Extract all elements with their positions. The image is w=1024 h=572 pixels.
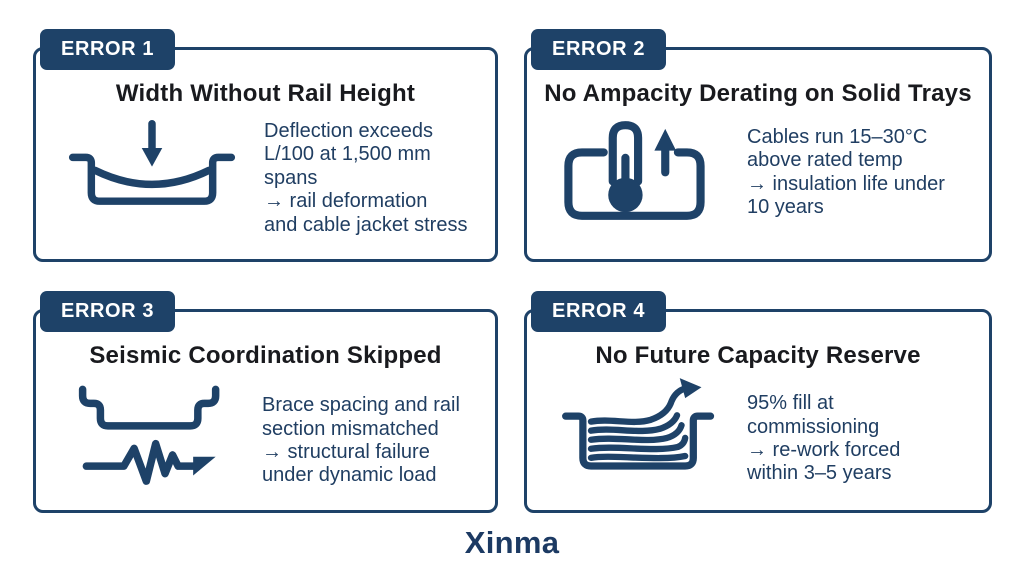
error-1-tab-label: ERROR 1 — [61, 38, 155, 60]
card-4-content: 95% fill at commissioning → re-work forc… — [527, 370, 989, 496]
error-3-tab: ERROR 3 — [40, 291, 176, 332]
card-3-body: Brace spacing and rail section mismatche… — [262, 394, 460, 487]
error-card-4: ERROR 4 No Future Capacity Reserve 95% f… — [524, 291, 992, 513]
sagging-tray-deflection-icon — [62, 120, 242, 232]
overfilled-tray-cables-exit-arrow-icon — [553, 378, 725, 496]
thermometer-in-tray-icon — [553, 116, 725, 225]
brand-wordmark: Xinma — [464, 525, 560, 560]
error-3-tab-label: ERROR 3 — [61, 300, 155, 322]
error-2-tab: ERROR 2 — [531, 29, 667, 70]
card-4-title: No Future Capacity Reserve — [595, 342, 921, 369]
card-3-title: Seismic Coordination Skipped — [89, 342, 442, 369]
error-4-tab: ERROR 4 — [531, 291, 667, 332]
error-card-3: ERROR 3 Seismic Coordination Skipped Bra… — [33, 291, 498, 513]
card-1-content: Deflection exceeds L/100 at 1,500 mm spa… — [36, 108, 495, 237]
error-2-tab-label: ERROR 2 — [552, 38, 646, 60]
card-1-body: Deflection exceeds L/100 at 1,500 mm spa… — [264, 120, 468, 236]
card-3-content: Brace spacing and rail section mismatche… — [36, 370, 495, 500]
card-2-title: No Ampacity Derating on Solid Trays — [544, 80, 972, 107]
error-card-1: ERROR 1 Width Without Rail Height Deflec… — [33, 29, 498, 262]
card-2-body: Cables run 15–30°C above rated temp → in… — [747, 125, 945, 218]
card-1-title: Width Without Rail Height — [115, 80, 416, 107]
card-4-body: 95% fill at commissioning → re-work forc… — [747, 392, 901, 485]
tray-seismic-wave-arrow-icon — [62, 378, 240, 500]
error-card-2: ERROR 2 No Ampacity Derating on Solid Tr… — [524, 29, 992, 262]
card-2-content: Cables run 15–30°C above rated temp → in… — [527, 108, 989, 225]
error-4-tab-label: ERROR 4 — [552, 300, 646, 322]
error-1-tab: ERROR 1 — [40, 29, 176, 70]
